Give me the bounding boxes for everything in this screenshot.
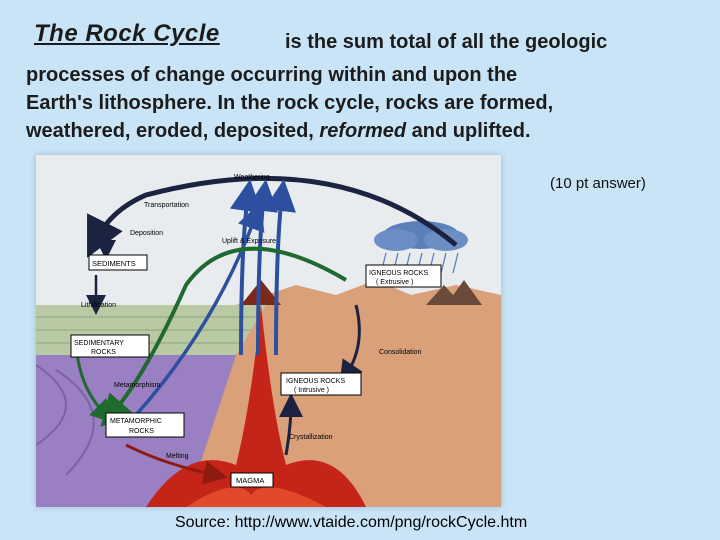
intro-text-emphasis: reformed bbox=[319, 120, 407, 142]
svg-text:ROCKS: ROCKS bbox=[91, 349, 116, 356]
label-uplift: Uplift & Exposure bbox=[222, 238, 276, 245]
svg-text:( Intrusive ): ( Intrusive ) bbox=[294, 387, 329, 394]
label-box-igneous-extrusive: IGNEOUS ROCKS ( Extrusive ) bbox=[365, 264, 442, 288]
rock-cycle-diagram: SEDIMENTS IGNEOUS ROCKS ( Extrusive ) SE… bbox=[35, 155, 501, 507]
label-melting: Melting bbox=[166, 453, 189, 460]
volcano-cone bbox=[241, 280, 281, 305]
intro-text-line4a: weathered, eroded, deposited, bbox=[26, 120, 320, 142]
svg-text:MAGMA: MAGMA bbox=[236, 476, 264, 485]
label-box-sedimentary: SEDIMENTARY ROCKS bbox=[70, 334, 150, 358]
magma-chamber bbox=[146, 305, 366, 507]
intro-text-line3: Earth's lithosphere. In the rock cycle, … bbox=[26, 92, 554, 114]
svg-text:IGNEOUS ROCKS: IGNEOUS ROCKS bbox=[286, 378, 345, 385]
label-deposition: Deposition bbox=[130, 230, 163, 237]
label-lithification: Lithification bbox=[81, 302, 116, 309]
label-weathering: Weathering bbox=[234, 174, 270, 181]
label-box-magma: MAGMA bbox=[230, 472, 274, 488]
svg-text:SEDIMENTS: SEDIMENTS bbox=[92, 259, 136, 268]
label-metamorphism: Metamorphism bbox=[114, 382, 160, 389]
intro-text-line1: is the sum total of all the geologic bbox=[285, 31, 608, 53]
intro-paragraph: processes of change occurring within and… bbox=[26, 61, 706, 145]
page-title: The Rock Cycle bbox=[34, 20, 220, 47]
label-box-sediments: SEDIMENTS bbox=[88, 254, 148, 271]
consolidation-arrow bbox=[339, 304, 363, 385]
label-transportation: Transportation bbox=[144, 202, 189, 209]
label-consolidation: Consolidation bbox=[379, 349, 422, 356]
intro-text-line4b: and uplifted. bbox=[406, 120, 531, 142]
label-box-metamorphic: METAMORPHIC ROCKS bbox=[105, 412, 185, 438]
svg-text:IGNEOUS ROCKS: IGNEOUS ROCKS bbox=[369, 270, 428, 277]
rock-cycle-svg: SEDIMENTS IGNEOUS ROCKS ( Extrusive ) SE… bbox=[35, 155, 501, 507]
melting-arrow bbox=[125, 443, 228, 485]
weathering-arrow bbox=[87, 175, 458, 258]
crystallization-arrow bbox=[278, 393, 303, 456]
points-note: (10 pt answer) bbox=[550, 175, 646, 192]
mountain-2 bbox=[446, 280, 482, 305]
svg-text:( Extrusive ): ( Extrusive ) bbox=[376, 279, 413, 286]
uplift-arrow-3 bbox=[264, 179, 296, 356]
svg-text:ROCKS: ROCKS bbox=[129, 428, 154, 435]
uplift-arrow-4 bbox=[134, 201, 265, 417]
intro-text-line2: processes of change occurring within and… bbox=[26, 64, 518, 86]
label-crystallization: Crystallization bbox=[289, 434, 333, 441]
label-box-igneous-intrusive: IGNEOUS ROCKS ( Intrusive ) bbox=[280, 372, 362, 396]
green-cycle-arrow bbox=[100, 246, 348, 428]
svg-text:SEDIMENTARY: SEDIMENTARY bbox=[74, 340, 124, 347]
source-citation: Source: http://www.vtaide.com/png/rockCy… bbox=[175, 514, 528, 531]
svg-text:METAMORPHIC: METAMORPHIC bbox=[110, 418, 162, 425]
